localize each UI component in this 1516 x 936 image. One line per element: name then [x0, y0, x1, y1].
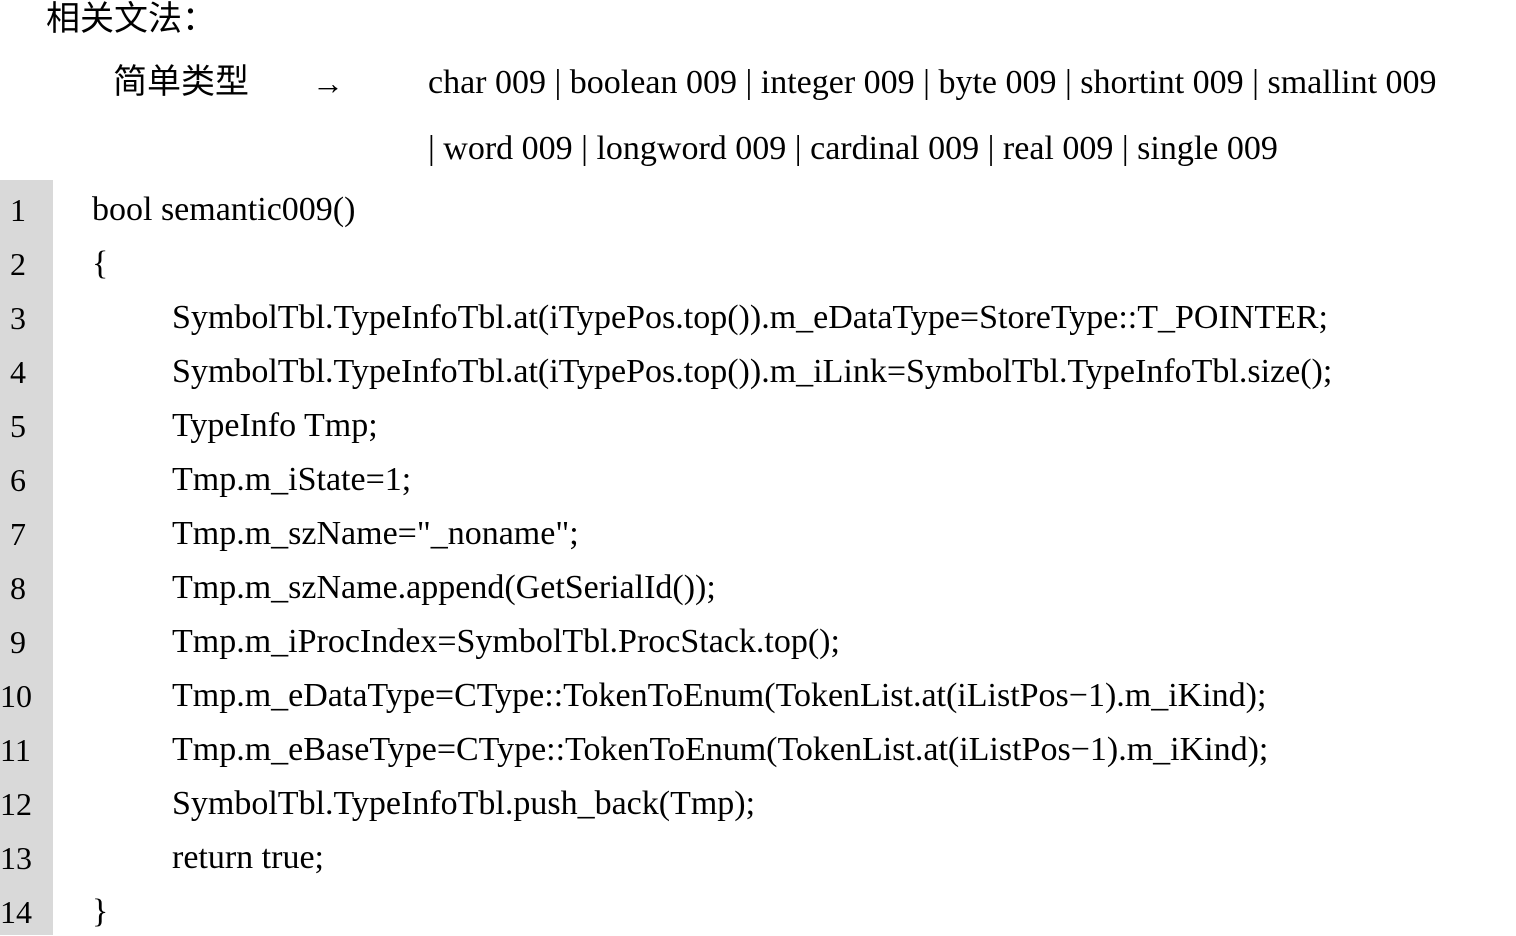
code-line: 6 Tmp.m_iState=1; [0, 450, 1516, 504]
line-number: 11 [0, 732, 31, 768]
code-line: 5 TypeInfo Tmp; [0, 396, 1516, 450]
code-line: 2 { [0, 234, 1516, 288]
line-number: 4 [10, 354, 26, 390]
grammar-section: 相关文法： 简单类型 → char 009 | boolean 009 | in… [0, 0, 1516, 180]
code-line: 11 Tmp.m_eBaseType=CType::TokenToEnum(To… [0, 720, 1516, 774]
line-number: 9 [10, 624, 26, 660]
line-number: 1 [10, 192, 26, 228]
line-number: 3 [10, 300, 26, 336]
line-number: 2 [10, 246, 26, 282]
rule-right-side-line-1: char 009 | boolean 009 | integer 009 | b… [428, 64, 1437, 101]
line-number-gutter [0, 180, 53, 935]
code-text: { [92, 245, 109, 282]
code-line: 10 Tmp.m_eDataType=CType::TokenToEnum(To… [0, 666, 1516, 720]
code-line: 8 Tmp.m_szName.append(GetSerialId()); [0, 558, 1516, 612]
code-text: bool semantic009() [92, 191, 356, 228]
code-line: 14 } [0, 882, 1516, 936]
code-text: Tmp.m_iState=1; [172, 461, 412, 498]
code-text: TypeInfo Tmp; [172, 407, 378, 444]
code-line: 13 return true; [0, 828, 1516, 882]
code-text: } [92, 893, 109, 930]
rule-left-side: 简单类型 [113, 64, 249, 101]
code-line: 9 Tmp.m_iProcIndex=SymbolTbl.ProcStack.t… [0, 612, 1516, 666]
code-text: SymbolTbl.TypeInfoTbl.push_back(Tmp); [172, 785, 756, 822]
rule-right-side-line-2: | word 009 | longword 009 | cardinal 009… [428, 130, 1278, 167]
rule-arrow: → [312, 65, 344, 101]
line-number: 8 [10, 570, 26, 606]
code-text: Tmp.m_szName.append(GetSerialId()); [172, 569, 716, 606]
line-number: 7 [10, 516, 26, 552]
line-number: 10 [0, 678, 32, 714]
code-text: return true; [172, 839, 324, 876]
code-line: 4 SymbolTbl.TypeInfoTbl.at(iTypePos.top(… [0, 342, 1516, 396]
code-line: 7 Tmp.m_szName="_noname"; [0, 504, 1516, 558]
code-text: SymbolTbl.TypeInfoTbl.at(iTypePos.top())… [172, 299, 1328, 336]
code-text: Tmp.m_eBaseType=CType::TokenToEnum(Token… [172, 731, 1269, 768]
line-number: 13 [0, 840, 32, 876]
code-text: Tmp.m_eDataType=CType::TokenToEnum(Token… [172, 677, 1267, 714]
line-number: 6 [10, 462, 26, 498]
code-line: 12 SymbolTbl.TypeInfoTbl.push_back(Tmp); [0, 774, 1516, 828]
code-text: SymbolTbl.TypeInfoTbl.at(iTypePos.top())… [172, 353, 1333, 390]
line-number: 12 [0, 786, 32, 822]
line-number: 5 [10, 408, 26, 444]
code-text: Tmp.m_iProcIndex=SymbolTbl.ProcStack.top… [172, 623, 840, 660]
grammar-heading: 相关文法： [46, 1, 216, 38]
code-line: 1 bool semantic009() [0, 180, 1516, 234]
code-line: 3 SymbolTbl.TypeInfoTbl.at(iTypePos.top(… [0, 288, 1516, 342]
line-number: 14 [0, 894, 32, 930]
code-text: Tmp.m_szName="_noname"; [172, 515, 579, 552]
code-listing: 1 bool semantic009() 2 { 3 SymbolTbl.Typ… [0, 180, 1516, 935]
